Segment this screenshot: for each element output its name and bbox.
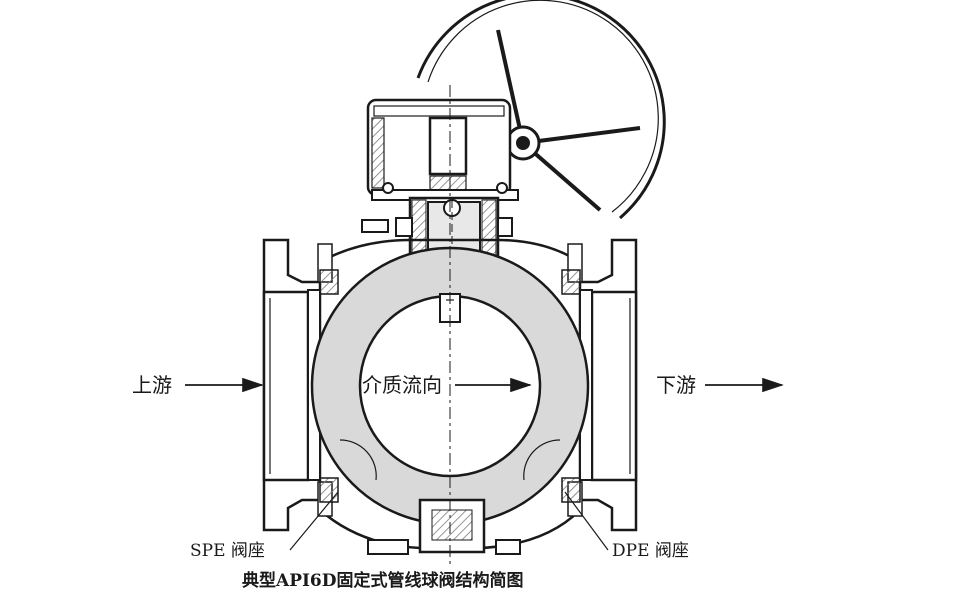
leader-lines	[289, 491, 609, 551]
dpe-seat-label: DPE 阀座	[612, 541, 689, 561]
downstream-label: 下游	[656, 373, 696, 397]
lower-trunnion	[367, 498, 521, 555]
handwheel	[416, 0, 666, 220]
flow-direction-label: 介质流向	[362, 373, 442, 397]
upstream-label: 上游	[132, 373, 172, 397]
spe-seat-label: SPE 阀座	[190, 541, 265, 561]
gearbox	[366, 98, 519, 201]
valve-body	[262, 238, 638, 550]
diagram-caption: 典型API6D固定式管线球阀结构简图	[242, 570, 524, 591]
